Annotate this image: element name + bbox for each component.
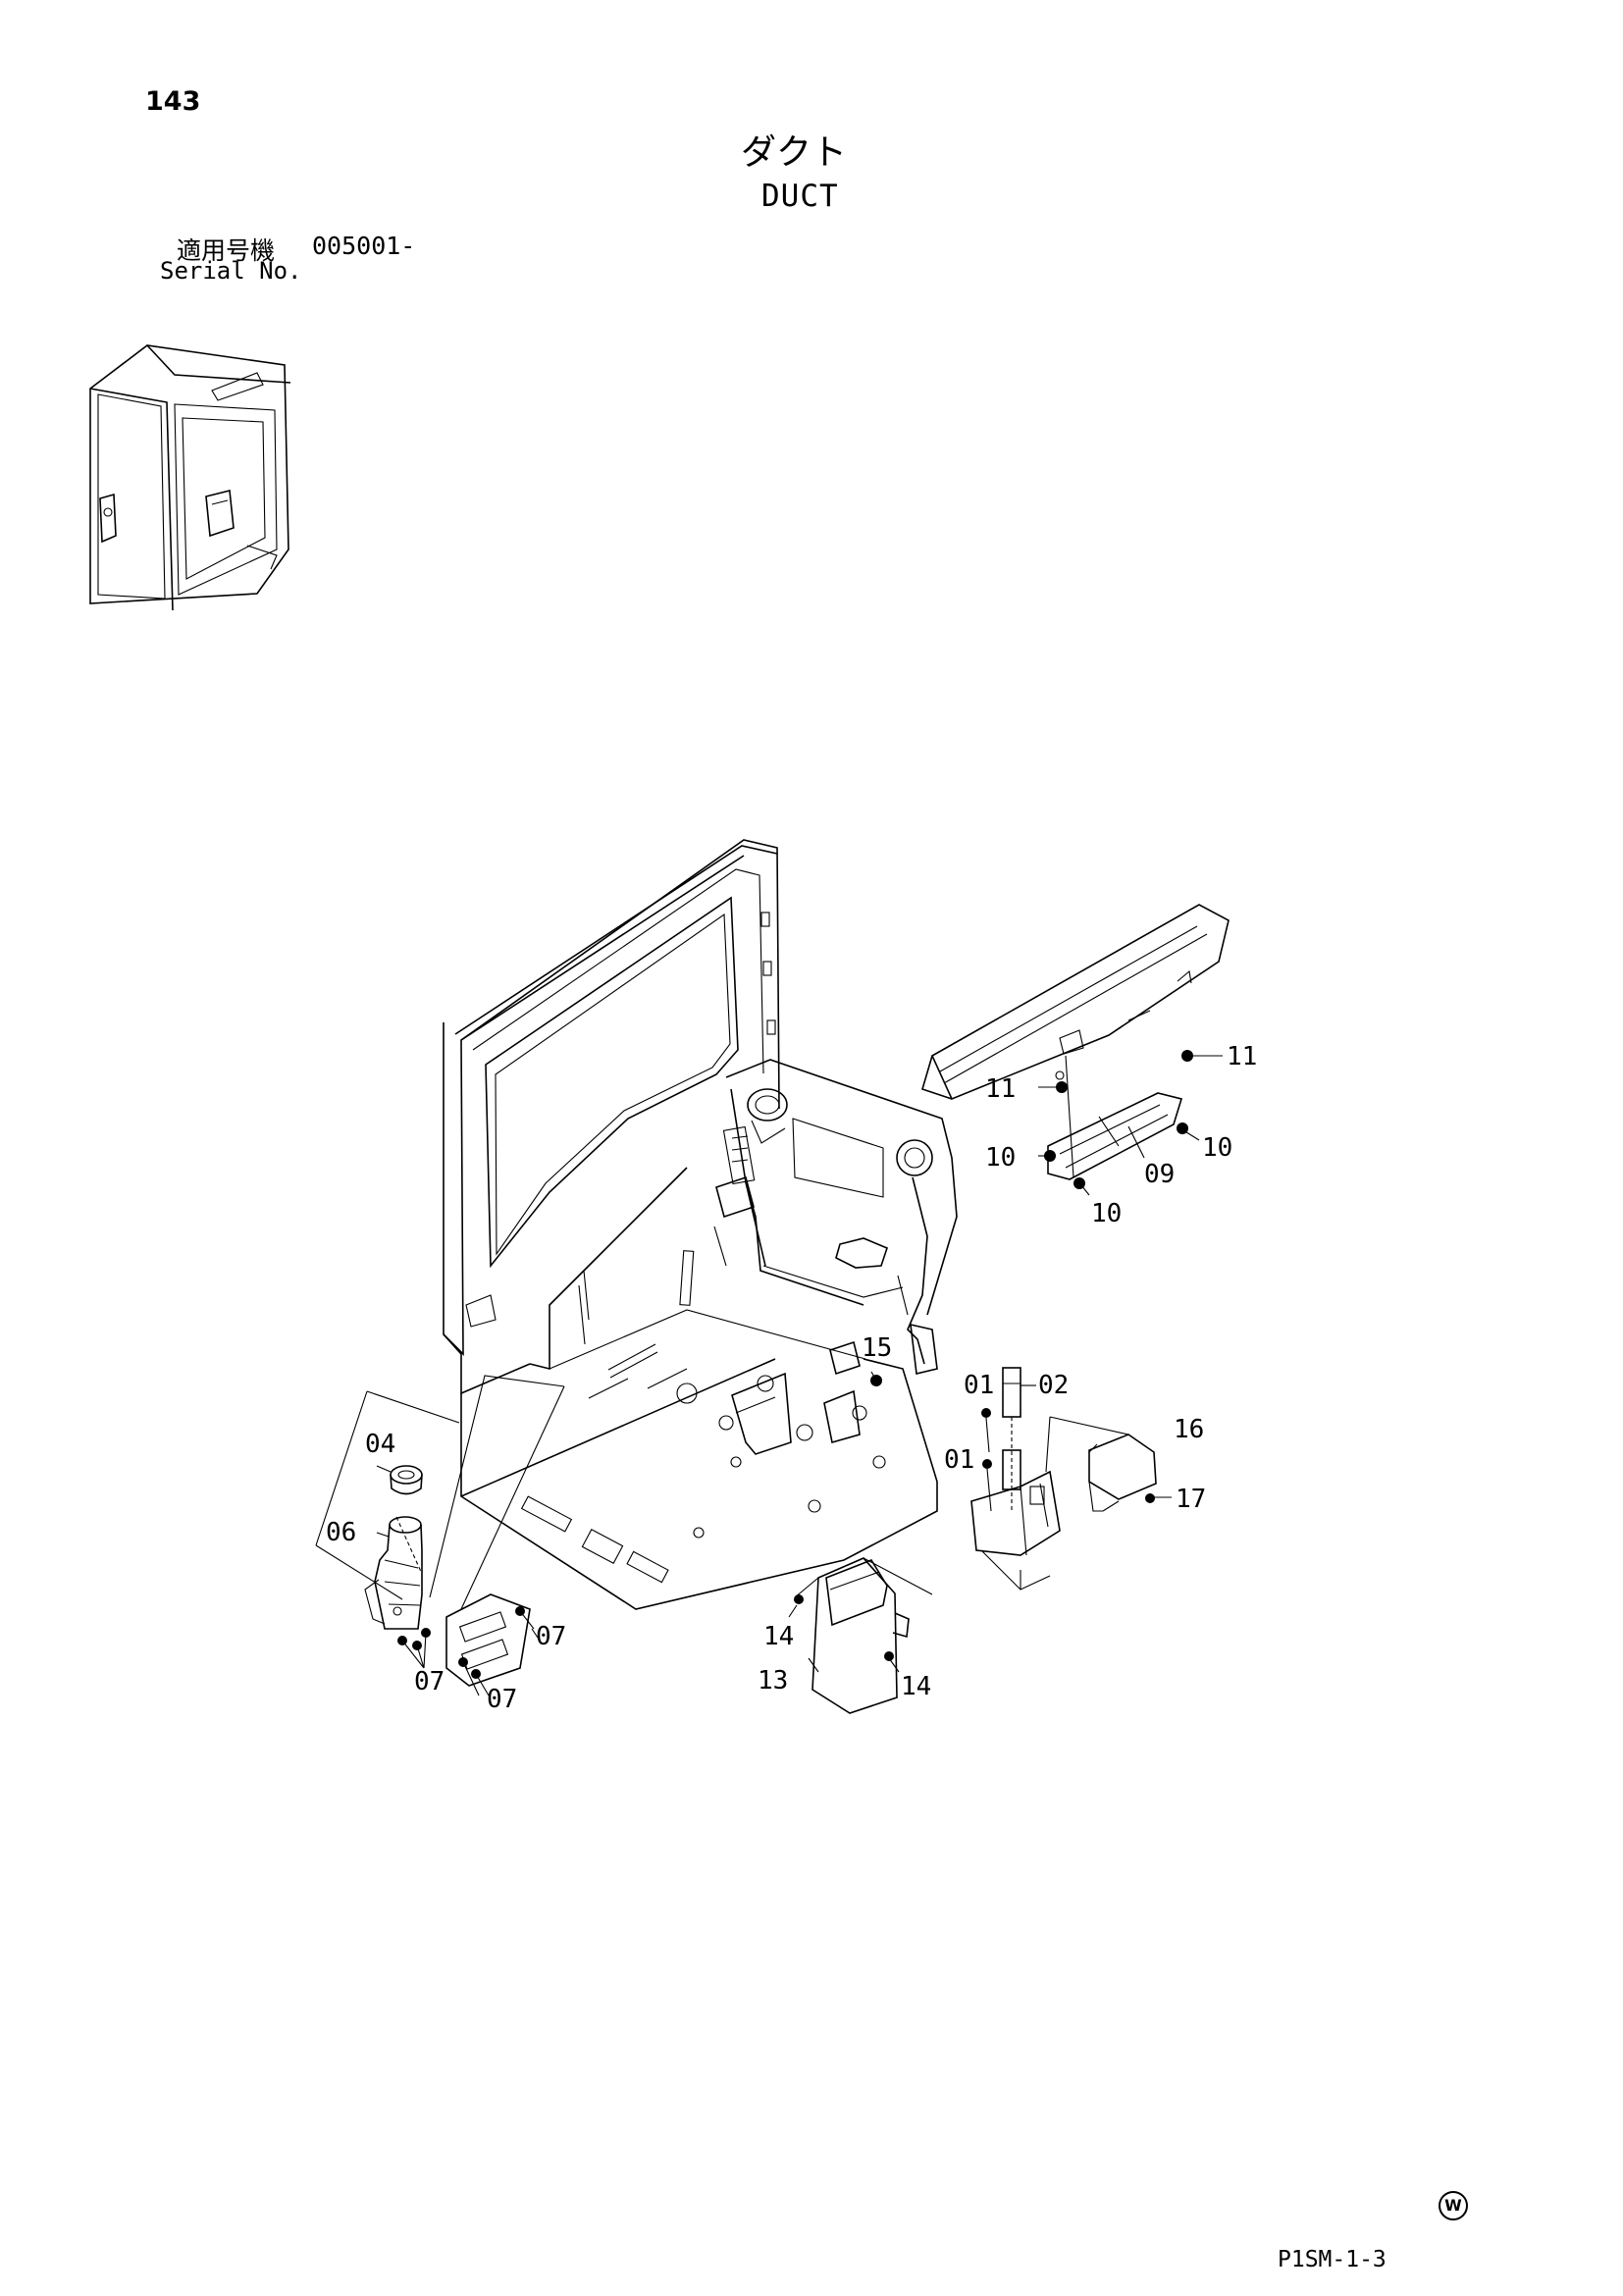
part-04-grommet xyxy=(390,1465,423,1495)
callout-14: 14 xyxy=(763,1622,794,1651)
floor-plate xyxy=(460,1309,938,1610)
callout-16: 16 xyxy=(1174,1415,1204,1444)
callout-04: 04 xyxy=(365,1430,395,1459)
callout-15: 15 xyxy=(862,1333,892,1363)
cab-frame xyxy=(443,839,780,1395)
serial-label-english: Serial No. xyxy=(160,257,302,285)
callout-01: 01 xyxy=(944,1445,974,1475)
callout-labels: 11 11 10 10 10 09 15 01 02 01 16 17 04 0… xyxy=(326,1042,1257,1714)
callout-14: 14 xyxy=(901,1672,931,1701)
serial-label-japanese: 適用号機 xyxy=(177,236,276,265)
callout-10: 10 xyxy=(985,1143,1016,1173)
leader-lines xyxy=(376,1055,1223,1673)
callout-11: 11 xyxy=(1227,1042,1257,1071)
callout-06: 06 xyxy=(326,1518,356,1547)
page-number: 143 xyxy=(145,86,201,117)
part-06-duct xyxy=(364,1516,423,1630)
reference-code: P1SM-1-3 xyxy=(1278,2247,1387,2272)
cab-overview-icon xyxy=(89,344,291,611)
callout-11: 11 xyxy=(985,1074,1016,1104)
title-japanese: ダクト xyxy=(741,132,848,173)
callout-02: 02 xyxy=(1038,1371,1069,1400)
rear-panel xyxy=(713,1059,958,1375)
explode-lines-left xyxy=(315,1375,565,1610)
callout-07: 07 xyxy=(414,1667,445,1696)
part-02-clamp xyxy=(970,1367,1061,1591)
callout-13: 13 xyxy=(758,1666,788,1696)
callout-10: 10 xyxy=(1091,1199,1122,1228)
callout-01: 01 xyxy=(964,1371,994,1400)
serial-number-value: 005001- xyxy=(312,232,416,260)
title-english: DUCT xyxy=(761,179,839,214)
callout-17: 17 xyxy=(1176,1485,1206,1514)
callout-07: 07 xyxy=(536,1622,566,1651)
part-07-fasteners xyxy=(397,1593,535,1696)
part-09-vent xyxy=(921,904,1230,1189)
callout-09: 09 xyxy=(1144,1160,1175,1189)
callout-10: 10 xyxy=(1202,1133,1232,1163)
callout-07: 07 xyxy=(487,1685,517,1714)
part-16-bracket xyxy=(1045,1416,1157,1512)
part-13-cover xyxy=(794,1557,933,1714)
registered-w-mark-icon: W xyxy=(1439,2191,1468,2220)
part-15-bolt xyxy=(870,1371,882,1386)
